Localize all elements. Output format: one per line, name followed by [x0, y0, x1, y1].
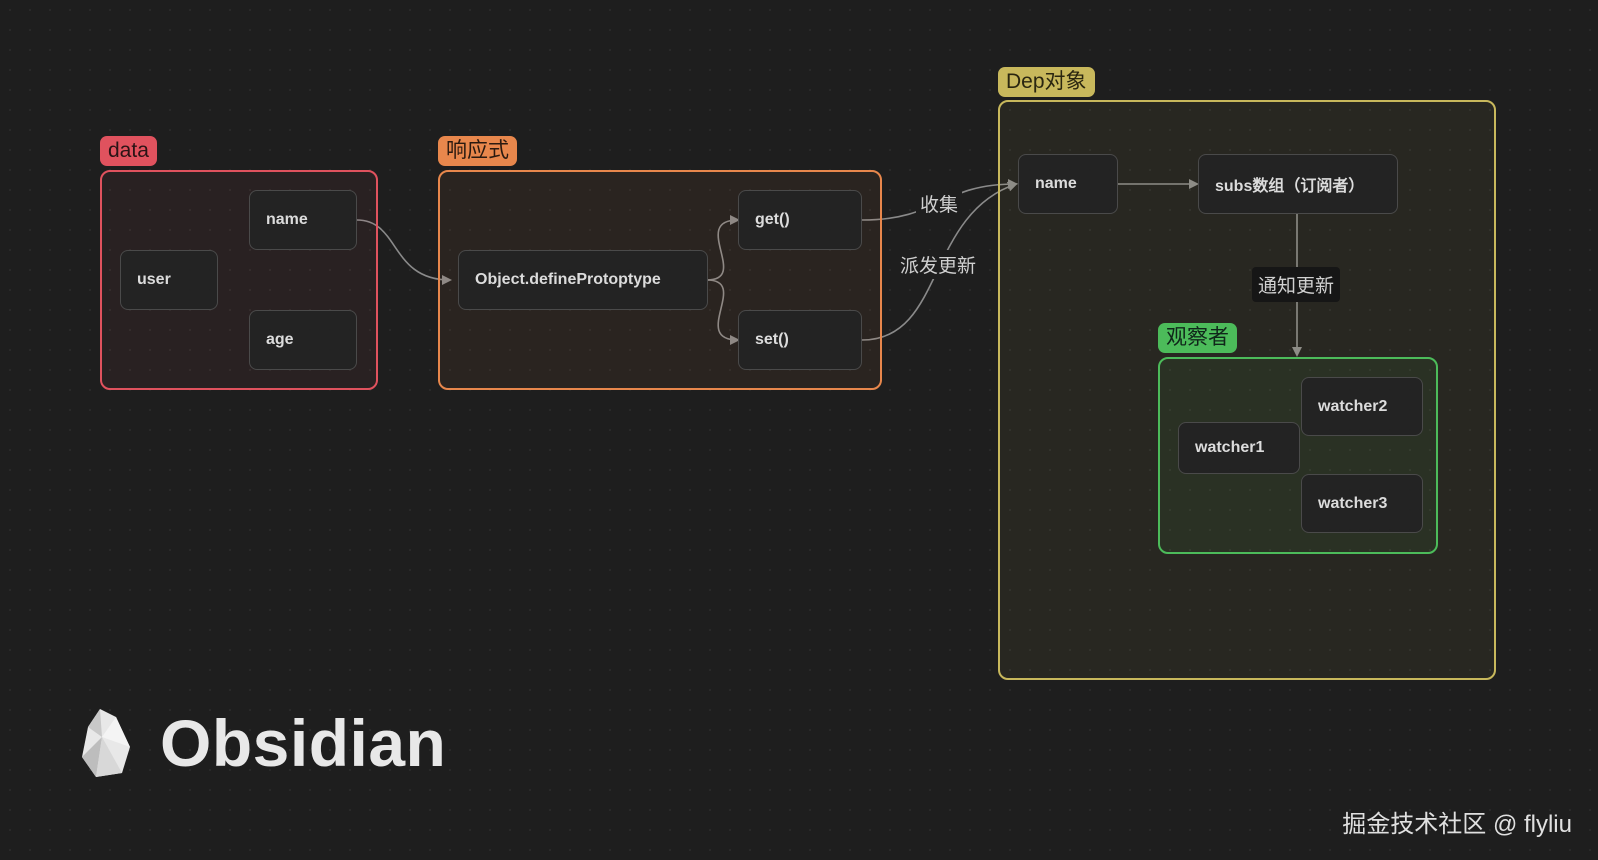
node-set[interactable]: set() — [738, 310, 862, 370]
edge-label-collect: 收集 — [916, 189, 963, 218]
node-watcher3[interactable]: watcher3 — [1301, 474, 1423, 533]
watermark: 掘金技术社区 @ flyliu — [1342, 811, 1572, 838]
obsidian-crystal-icon — [82, 709, 130, 777]
group-reactive-label: 响应式 — [438, 136, 517, 166]
node-dep-name[interactable]: name — [1018, 154, 1118, 214]
node-get[interactable]: get() — [738, 190, 862, 250]
node-name[interactable]: name — [249, 190, 357, 250]
edge-name-to-define — [356, 219, 452, 285]
edge-define-to-get — [706, 215, 740, 281]
edge-label-dispatch: 派发更新 — [896, 250, 981, 279]
node-watcher2[interactable]: watcher2 — [1301, 377, 1423, 436]
group-data-label: data — [100, 136, 157, 166]
node-user[interactable]: user — [120, 250, 218, 310]
node-subs[interactable]: subs数组（订阅者） — [1198, 154, 1398, 214]
group-observer-label: 观察者 — [1158, 323, 1237, 353]
node-define-protoptype[interactable]: Object.defineProtoptype — [458, 250, 708, 310]
edge-define-to-set — [706, 279, 740, 345]
obsidian-wordmark: Obsidian — [160, 706, 447, 780]
edge-label-notify: 通知更新 — [1252, 267, 1341, 302]
node-age[interactable]: age — [249, 310, 357, 370]
group-dep-label: Dep对象 — [998, 67, 1095, 97]
node-watcher1[interactable]: watcher1 — [1178, 422, 1300, 474]
